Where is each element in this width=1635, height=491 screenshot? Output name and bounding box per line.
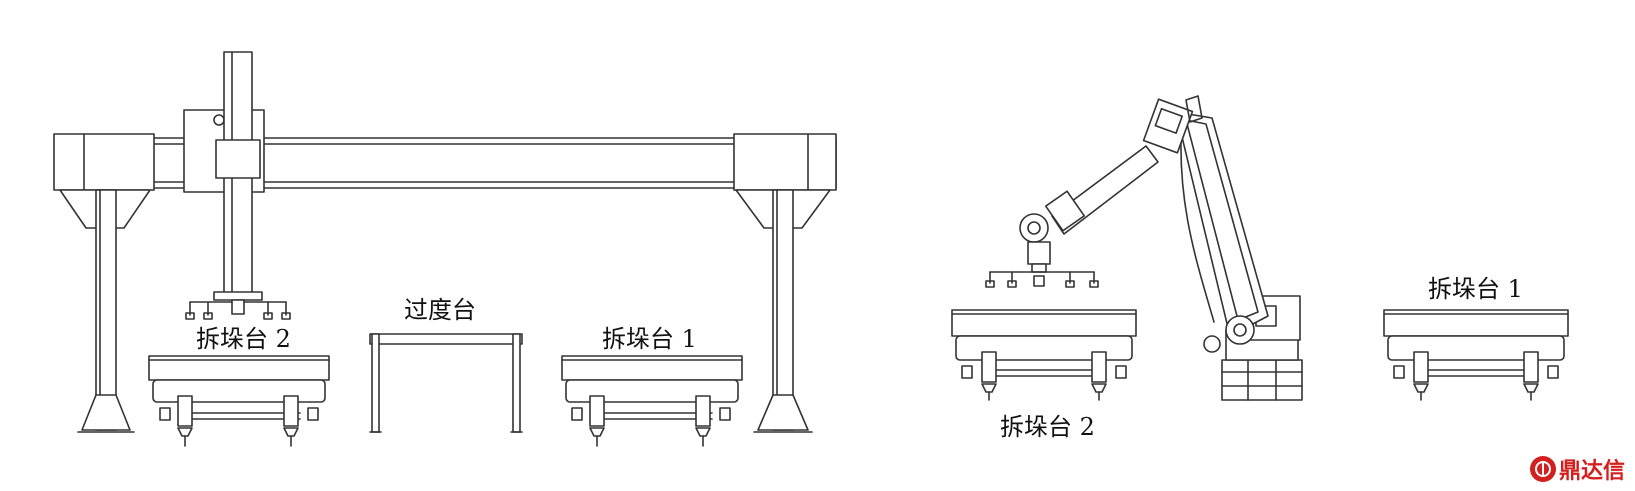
label-left-stacker-2: 拆垛台 2 — [196, 325, 291, 353]
right-stacker-table-1 — [1383, 309, 1569, 401]
gantry-robot — [53, 51, 837, 433]
logo-icon — [1530, 456, 1556, 482]
label-transition-table: 过度台 — [404, 296, 476, 324]
label-right-stacker-1: 拆垛台 1 — [1428, 275, 1523, 303]
label-right-stacker-2: 拆垛台 2 — [1000, 413, 1095, 441]
right-stacker-table-2 — [951, 309, 1137, 401]
watermark-logo: 鼎达信 — [1530, 454, 1625, 484]
articulated-robot — [985, 95, 1303, 401]
label-left-stacker-1: 拆垛台 1 — [602, 325, 697, 353]
transition-table — [369, 333, 523, 433]
logo-text: 鼎达信 — [1559, 459, 1626, 484]
left-stacker-table-1 — [561, 355, 743, 447]
left-stacker-table-2 — [148, 355, 330, 447]
